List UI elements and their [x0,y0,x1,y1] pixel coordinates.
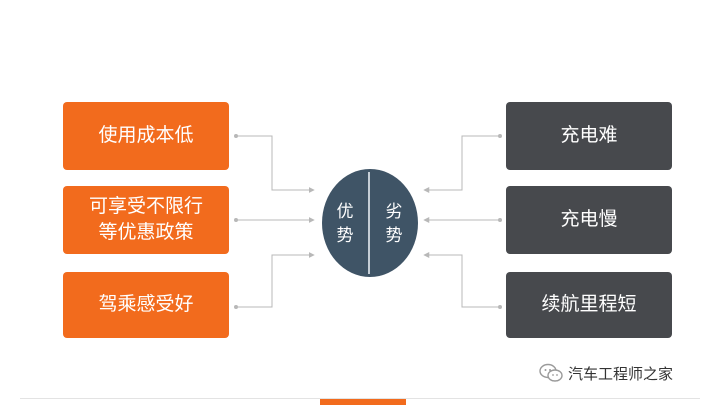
connector-left-1 [233,133,315,193]
connector-right-3 [423,252,503,310]
center-circle [322,169,418,277]
center-label-advantage: 优 势 [336,202,354,246]
advantage-label: 驾乘感受好 [98,293,194,316]
center-label-disadvantage: 劣 势 [385,202,403,246]
wechat-icon [539,363,563,382]
advantage-box-2: 可享受不限行 等优惠政策 [63,186,229,254]
watermark-text: 汽车工程师之家 [568,364,674,383]
advantage-label: 使用成本低 [98,124,194,147]
watermark: 汽车工程师之家 [538,362,673,384]
bottom-accent-tab [320,399,406,405]
disadvantage-box-3: 续航里程短 [506,272,672,338]
advantage-box-1: 使用成本低 [63,102,229,170]
disadvantage-box-2: 充电慢 [506,186,672,254]
center-divider [368,172,370,274]
disadvantage-label: 续航里程短 [541,293,637,316]
disadvantage-label: 充电慢 [560,208,618,231]
advantage-box-3: 驾乘感受好 [63,272,229,338]
connector-right-1 [423,133,503,193]
connector-left-3 [233,252,315,310]
disadvantage-box-1: 充电难 [506,102,672,170]
advantage-label: 可享受不限行 等优惠政策 [88,195,203,243]
disadvantage-label: 充电难 [560,124,618,147]
bottom-rule [20,398,700,399]
